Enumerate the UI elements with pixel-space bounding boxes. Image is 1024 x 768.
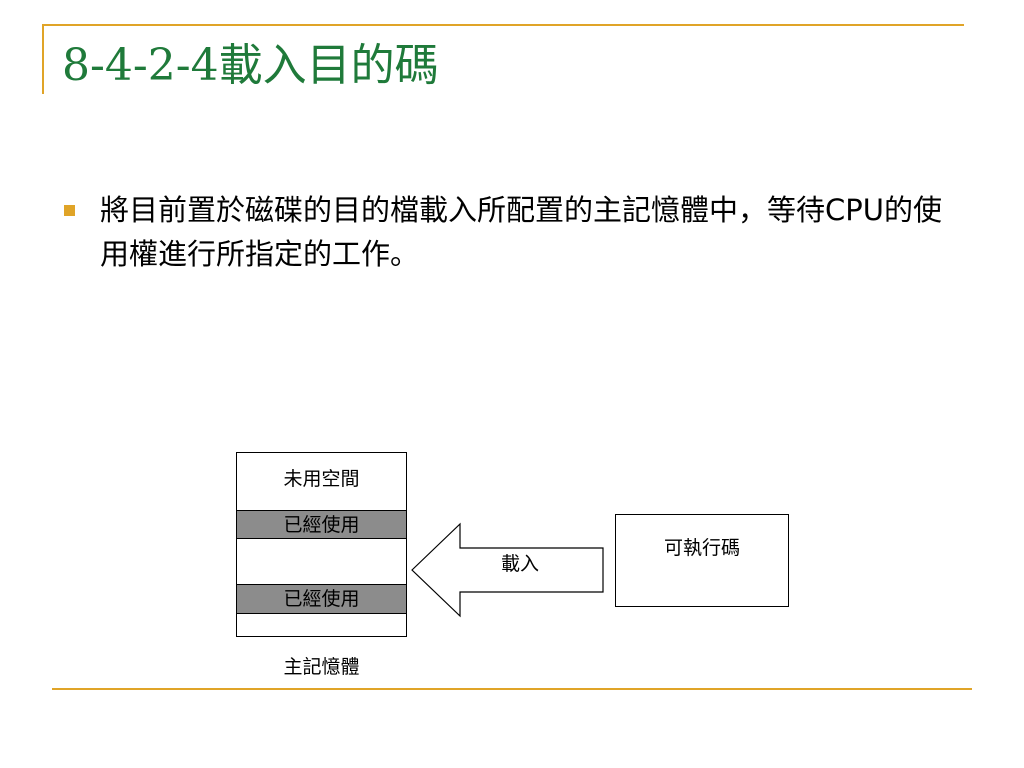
memory-caption: 主記憶體	[283, 656, 360, 678]
memory-used-cell-1: 已經使用	[237, 510, 406, 539]
arrow-label: 載入	[500, 553, 539, 575]
load-arrow-icon	[411, 522, 604, 618]
memory-used-cell-2: 已經使用	[237, 584, 406, 614]
main-memory-block: 未用空間 已經使用 已經使用	[236, 452, 407, 637]
executable-code-box: 可執行碼	[615, 514, 789, 607]
memory-free-cell: 未用空間	[283, 468, 360, 490]
bullet-text: 將目前置於磁碟的目的檔載入所配置的主記憶體中，等待CPU的使用權進行所指定的工作…	[100, 193, 942, 271]
left-rule	[42, 24, 44, 94]
top-rule	[42, 24, 964, 26]
executable-code-label: 可執行碼	[663, 537, 740, 559]
bottom-rule	[52, 688, 972, 690]
bullet-square-icon	[64, 205, 75, 216]
slide-title: 8-4-2-4載入目的碼	[62, 40, 439, 91]
